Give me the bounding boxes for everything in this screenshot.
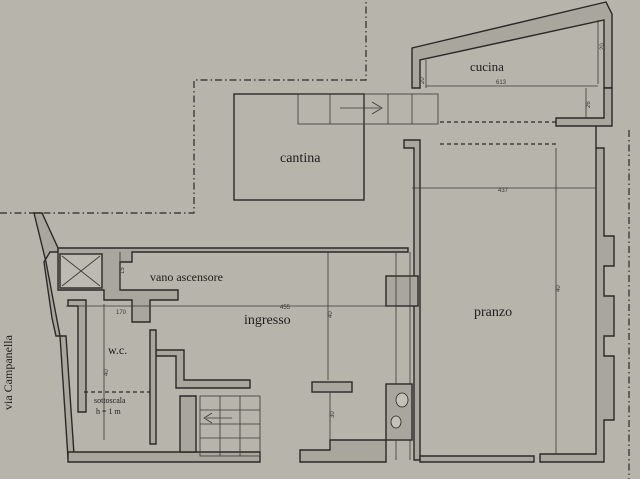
- street-label: via Campanella: [1, 334, 15, 410]
- inner-walls: [57, 247, 419, 460]
- passage: [297, 93, 439, 125]
- dashed-openings: [84, 121, 556, 393]
- dim-cucina-depth: 26: [586, 101, 592, 108]
- room-label-wc: w.c.: [108, 343, 127, 357]
- room-label-pranzo: pranzo: [474, 305, 512, 320]
- dim-cucina-width: 613: [496, 80, 507, 86]
- room-label-ingresso: ingresso: [244, 313, 291, 328]
- dim-pranzo-height: 40: [556, 285, 562, 292]
- dim-lower-corridor: 30: [330, 411, 336, 418]
- dim-wc-width: 170: [116, 310, 127, 316]
- room-label-sottoscala-h: h = 1 m: [96, 407, 122, 416]
- room-labels: cucina cantina vano ascensore ingresso p…: [1, 59, 512, 416]
- room-label-cucina: cucina: [470, 59, 504, 74]
- dimension-labels: 20 613 20 26 437 40 455 40 15 170 40 30: [104, 43, 606, 418]
- dimension-lines: [66, 20, 599, 454]
- dim-cucina-right: 20: [600, 43, 606, 50]
- dim-wc-height: 40: [104, 369, 110, 376]
- dim-cucina-left: 20: [420, 77, 426, 84]
- dim-ingresso-width: 455: [280, 305, 291, 311]
- room-label-cantina: cantina: [280, 151, 321, 166]
- room-label-sottoscala: sottoscala: [94, 396, 126, 405]
- room-label-vano-ascensore: vano ascensore: [150, 270, 223, 284]
- outer-walls: [33, 1, 615, 463]
- dim-ascensore: 15: [120, 267, 126, 274]
- dim-pranzo-width: 437: [498, 188, 509, 194]
- dim-ingresso-height: 40: [328, 311, 334, 318]
- stairs: [199, 395, 261, 457]
